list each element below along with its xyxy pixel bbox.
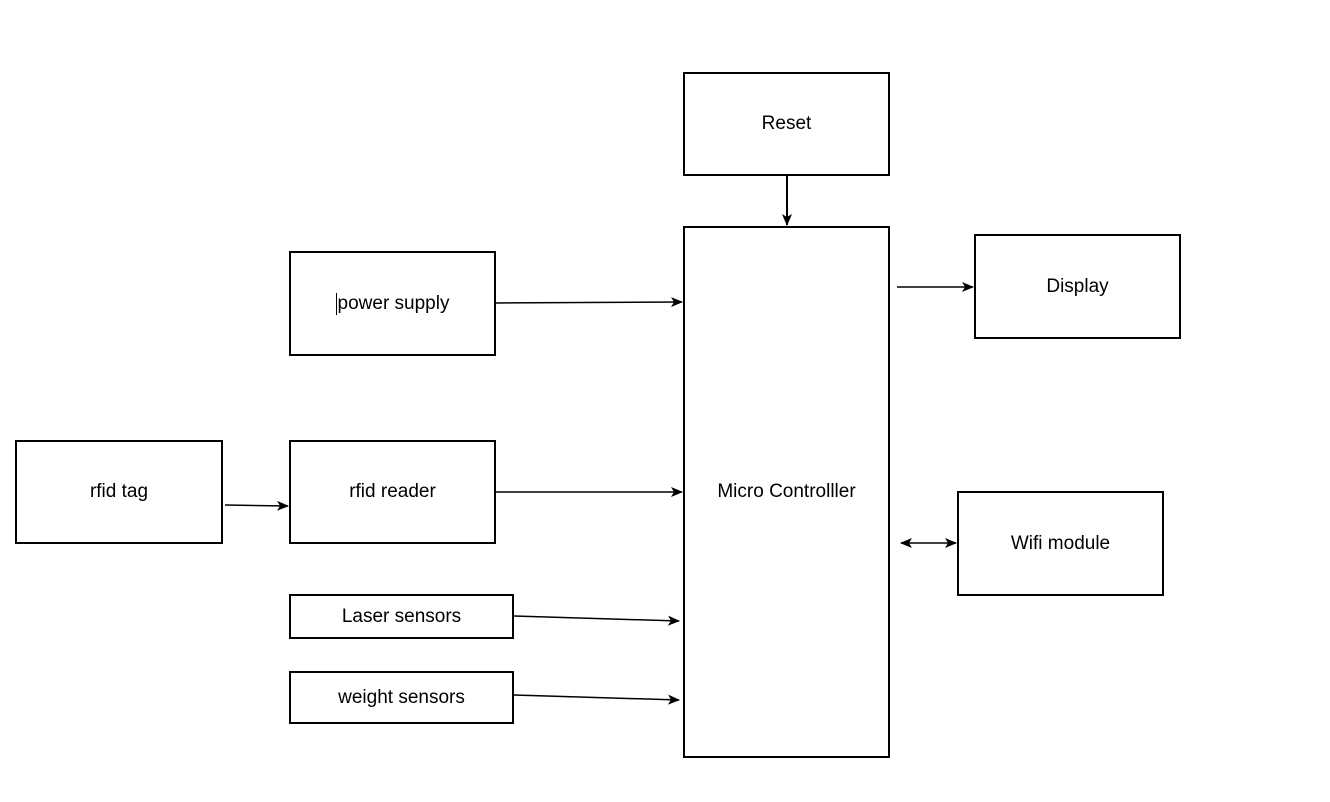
- arrow-rfid-tag-to-rfid-reader: [224, 500, 289, 511]
- arrow-power-supply-to-micro-controller: [495, 297, 683, 308]
- laser-sensors-block: Laser sensors: [289, 594, 514, 639]
- reset-label: Reset: [761, 113, 812, 134]
- rfid-tag-block: rfid tag: [15, 440, 223, 544]
- reset-block: Reset: [683, 72, 890, 176]
- display-label: Display: [1046, 275, 1109, 297]
- display-block: Display: [974, 234, 1181, 339]
- wifi-module-label: Wifi module: [1010, 532, 1111, 554]
- rfid-tag-label: rfid tag: [89, 481, 149, 502]
- laser-sensors-label: Laser sensors: [341, 605, 462, 627]
- weight-sensors-block: weight sensors: [289, 671, 514, 724]
- rfid-reader-block: rfid reader: [289, 440, 496, 544]
- rfid-reader-label: rfid reader: [349, 481, 436, 502]
- micro-controller-label: Micro Controlller: [717, 481, 856, 502]
- wifi-module-block: Wifi module: [957, 491, 1164, 596]
- micro-controller-block: Micro Controlller: [683, 226, 890, 758]
- power-supply-block: power supply: [289, 251, 496, 356]
- power-supply-label: power supply: [337, 292, 450, 314]
- arrow-laser-sensors-to-micro-controller: [513, 615, 680, 626]
- arrow-weight-sensors-to-micro-controller: [513, 694, 680, 705]
- weight-sensors-label: weight sensors: [338, 686, 465, 708]
- text-cursor: [335, 292, 337, 315]
